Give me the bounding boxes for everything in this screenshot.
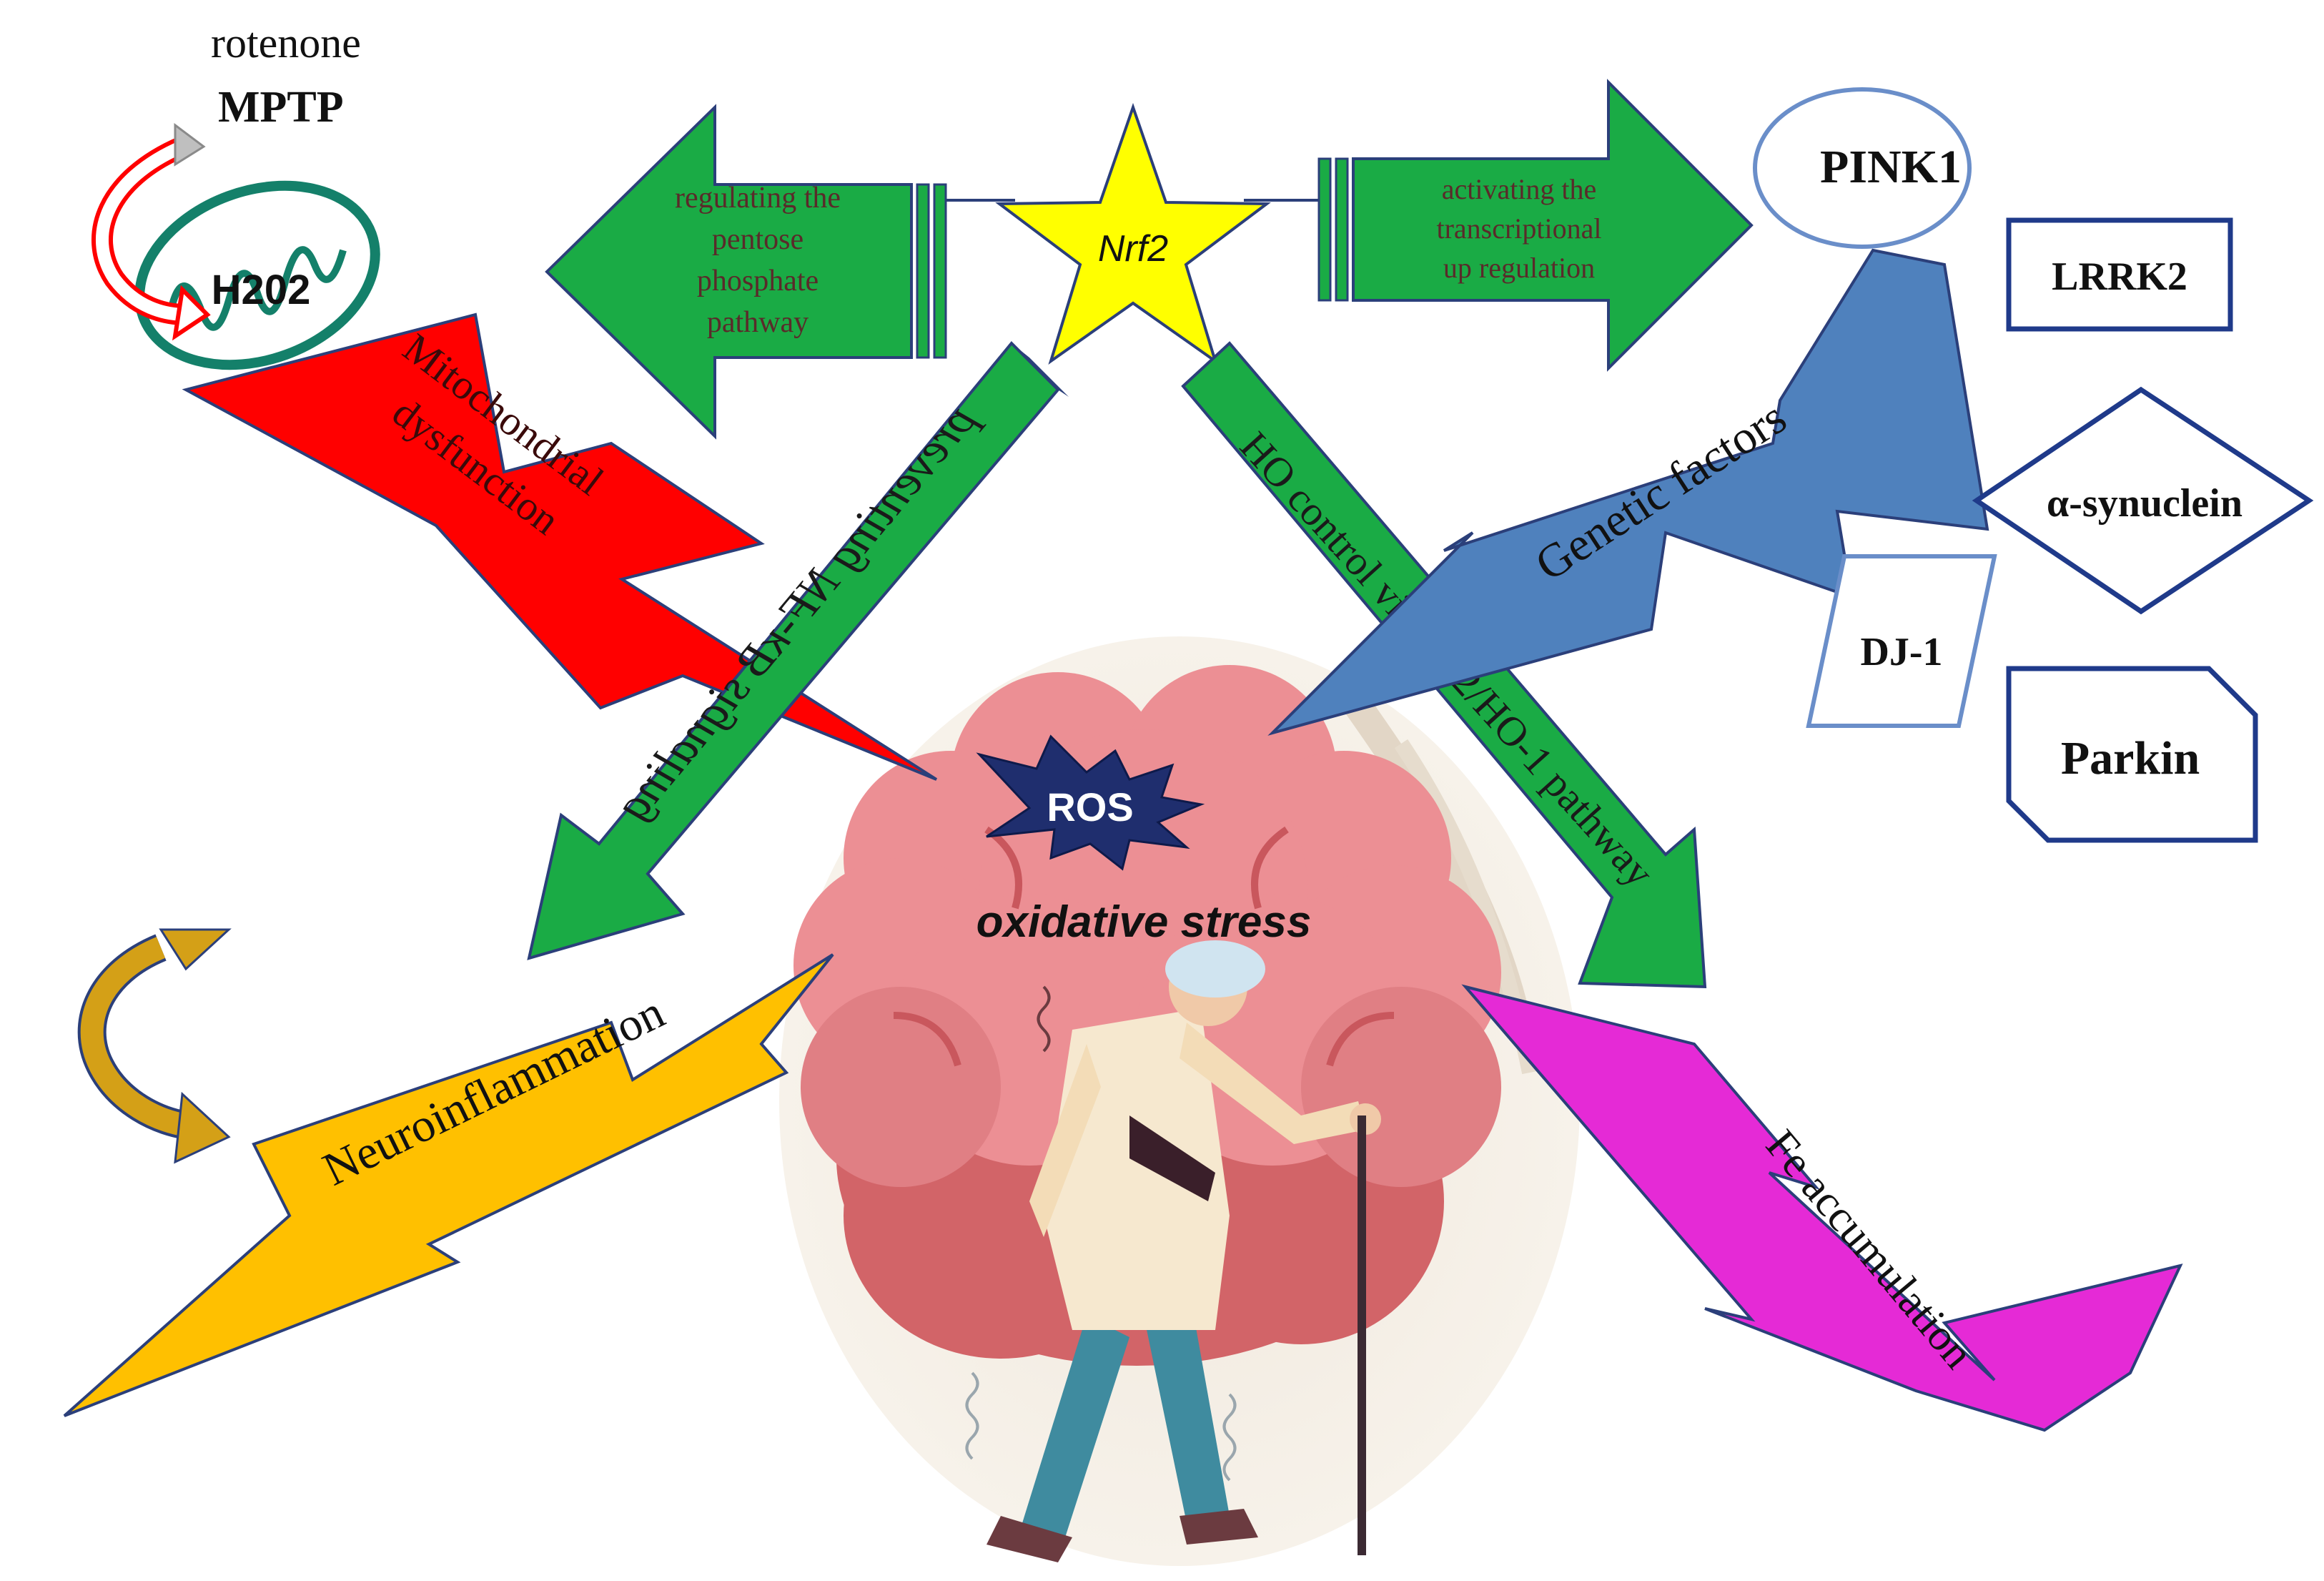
ros-burst: ROS bbox=[976, 734, 1205, 871]
mitochondrion-label: H202 bbox=[212, 267, 311, 313]
neuroinflammation-bolt: Neuroinflammation bbox=[63, 953, 834, 1417]
trigger-rotenone: rotenone bbox=[211, 19, 361, 67]
gene-lrrk2: LRRK2 bbox=[2006, 217, 2233, 332]
gene-pink1: PINK1 bbox=[1753, 87, 1972, 249]
left-arrow-line2: pentose bbox=[712, 223, 803, 256]
left-arrow-line3: phosphate bbox=[697, 265, 819, 297]
parkin-label: Parkin bbox=[2061, 732, 2200, 784]
gene-parkin: Parkin bbox=[2006, 666, 2258, 843]
pink1-label: PINK1 bbox=[1820, 141, 1962, 193]
gene-alpha-synuclein: α-synuclein bbox=[1972, 386, 2314, 615]
ros-label: ROS bbox=[1047, 784, 1133, 829]
fe-accumulation-bolt: Fe accumulation bbox=[1461, 984, 2183, 1432]
right-arrow-line3: up regulation bbox=[1443, 252, 1595, 284]
trigger-mptp: MPTP bbox=[218, 83, 344, 132]
red-curved-arrow-icon bbox=[92, 123, 211, 341]
oxidative-stress-label: oxidative stress bbox=[976, 897, 1312, 947]
left-arrow-line4: pathway bbox=[707, 306, 809, 339]
right-arrow-line1: activating the bbox=[1442, 173, 1597, 205]
left-green-arrow: regulating the pentose phosphate pathway bbox=[545, 104, 947, 440]
gene-dj1: DJ-1 bbox=[1806, 554, 1997, 728]
right-arrow-line2: transcriptional bbox=[1436, 212, 1601, 245]
right-green-arrow: activating the transcriptional up regula… bbox=[1317, 79, 1754, 372]
left-arrow-line1: regulating the bbox=[675, 182, 841, 215]
gold-curved-arrow-icon bbox=[77, 928, 232, 1164]
synuclein-label: α-synuclein bbox=[2047, 481, 2243, 526]
lrrk2-label: LRRK2 bbox=[2052, 255, 2187, 299]
nrf2-label: Nrf2 bbox=[1098, 228, 1168, 270]
nrf2-star: Nrf2 bbox=[995, 102, 1271, 365]
elderly-person-illustration bbox=[965, 940, 1381, 1562]
dj1-label: DJ-1 bbox=[1860, 630, 1942, 674]
